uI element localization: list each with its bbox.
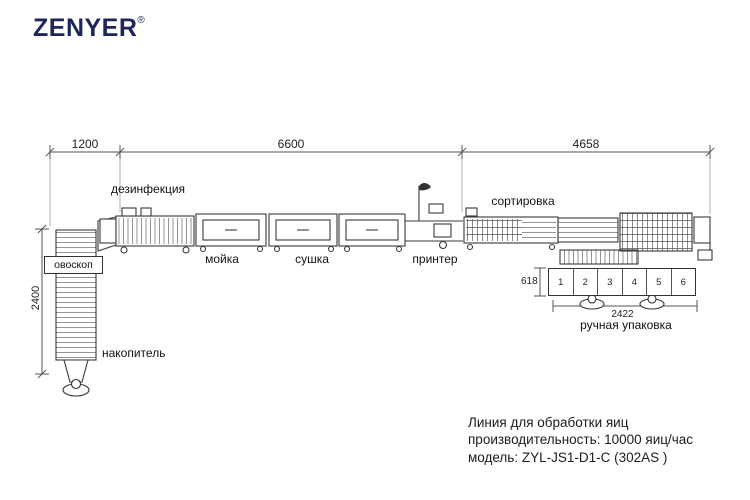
spec-block: Линия для обработки яиц производительнос… <box>468 414 693 466</box>
packing-cell-3: 3 <box>598 269 623 295</box>
spec-line-capacity: производительность: 10000 яиц/час <box>468 432 694 448</box>
spec-line-model: модель: ZYL-JS1-D1-C (302AS ) <box>468 449 668 465</box>
label-washing: мойка <box>205 252 239 266</box>
label-disinfection: дезинфекция <box>110 182 186 196</box>
sorter-unit <box>463 207 559 251</box>
packing-machine <box>557 212 713 265</box>
label-candler: овоскоп <box>44 256 103 274</box>
packing-cell-2: 2 <box>574 269 598 295</box>
label-manual-packing: ручная упаковка <box>580 318 672 332</box>
dim-6600-label: 6600 <box>277 137 305 151</box>
worker-symbols-packing <box>579 294 665 310</box>
brand-logo: ZENYER® <box>33 14 145 43</box>
disinfection-unit <box>99 207 195 254</box>
washer-unit <box>195 213 267 253</box>
dim-618-lines <box>534 267 546 297</box>
dryer-unit <box>268 213 406 253</box>
dim-2422-lines <box>552 300 698 312</box>
top-dimension-lines <box>45 145 715 226</box>
worker-symbol-left <box>62 378 90 397</box>
label-accumulator: накопитель <box>102 346 166 360</box>
dim-1200-label: 1200 <box>71 137 99 151</box>
brand-name: ZENYER <box>33 14 138 42</box>
dim-4658-label: 4658 <box>572 137 600 151</box>
dim-618-label: 618 <box>521 276 538 287</box>
left-dimension-lines <box>35 224 49 379</box>
packing-cell-1: 1 <box>549 269 574 295</box>
machinery <box>55 183 713 397</box>
packing-cell-5: 5 <box>647 269 672 295</box>
spec-line-title: Линия для обработки яиц <box>468 415 629 430</box>
label-sorting: сортировка <box>491 194 555 208</box>
packing-table: 1 2 3 4 5 6 <box>548 268 696 296</box>
registered-mark: ® <box>137 14 146 26</box>
label-drying: сушка <box>295 252 329 266</box>
printer-unit <box>405 183 463 250</box>
dim-2422-label: 2422 <box>611 309 634 320</box>
dim-2400-label: 2400 <box>30 285 42 311</box>
label-printer: принтер <box>412 252 458 266</box>
packing-cell-6: 6 <box>680 276 686 288</box>
packing-cell-4: 4 <box>623 269 647 295</box>
